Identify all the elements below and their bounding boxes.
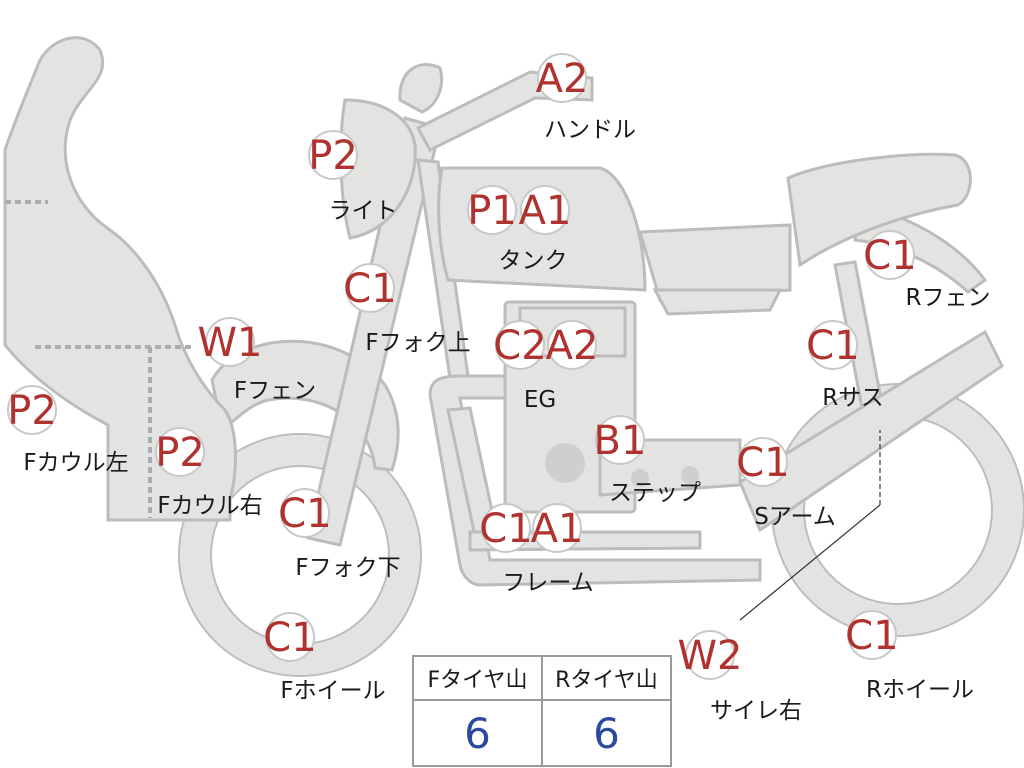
damage-code: W1: [198, 320, 263, 366]
muffler-pointer-line: [739, 504, 881, 621]
front-tire-tread-header: Fタイヤ山: [412, 655, 543, 701]
damage-badge: [467, 185, 517, 235]
damage-code: B1: [594, 418, 647, 464]
damage-code: A2: [546, 323, 599, 369]
callout-handle[interactable]: A2 ハンドル: [536, 53, 636, 143]
part-label-tank: タンク: [499, 248, 568, 274]
callout-r-wheel[interactable]: C1 Rホイール: [845, 610, 974, 703]
part-label-f-wheel: Fホイール: [280, 678, 385, 704]
part-label-f-fender: Fフェン: [234, 378, 316, 404]
part-label-f-fork-lower: Fフォク下: [295, 555, 400, 581]
callout-f-cowl-right[interactable]: P2 Fカウル右: [155, 427, 263, 519]
frame-shape: [428, 374, 762, 587]
damage-code: W2: [678, 633, 743, 679]
damage-badge: [532, 503, 582, 553]
part-label-frame: フレーム: [502, 570, 593, 596]
callout-f-fork-lower[interactable]: C1 Fフォク下: [278, 488, 401, 581]
callout-f-wheel[interactable]: C1 Fホイール: [263, 612, 386, 704]
callout-f-fender[interactable]: W1 Fフェン: [198, 317, 317, 404]
callout-frame[interactable]: C1 A1 フレーム: [479, 503, 594, 596]
callout-r-suspension[interactable]: C1 Rサス: [806, 320, 884, 411]
rear-tire-tread-value: 6: [541, 699, 672, 767]
damage-badge: [481, 503, 531, 553]
callout-engine[interactable]: C2 A2 EG: [493, 320, 599, 413]
part-label-handle: ハンドル: [544, 117, 636, 143]
part-label-f-fork-upper: Fフォク上: [365, 330, 470, 356]
callout-step[interactable]: B1 ステップ: [594, 415, 701, 506]
callout-tank[interactable]: P1 A1 タンク: [467, 185, 572, 274]
tire-tread-table: Fタイヤ山 Rタイヤ山 6 6: [412, 655, 672, 767]
part-label-f-cowl-right: Fカウル右: [157, 493, 262, 519]
damage-code: C1: [479, 506, 532, 552]
callout-muffler-right[interactable]: W2 サイレ右: [678, 630, 803, 724]
callout-f-cowl-left[interactable]: P2 Fカウル左: [7, 385, 129, 476]
damage-badge: [520, 185, 570, 235]
callout-r-fender[interactable]: C1 Rフェン: [863, 230, 991, 311]
damage-code: C2: [493, 323, 546, 369]
damage-badge: [205, 317, 255, 367]
swing-arm-shape: [738, 329, 1004, 533]
damage-code: A1: [519, 188, 572, 234]
callout-light[interactable]: P2 ライト: [308, 130, 398, 224]
damage-code: C1: [343, 266, 396, 312]
callout-f-fork-upper[interactable]: C1 Fフォク上: [343, 263, 471, 356]
damage-badge: [537, 53, 587, 103]
damage-badge: [280, 488, 330, 538]
part-label-f-cowl-left: Fカウル左: [23, 450, 128, 476]
damage-code: C1: [263, 615, 316, 661]
damage-badge: [847, 610, 897, 660]
rear-tire-tread-header: Rタイヤ山: [541, 655, 672, 701]
part-label-light: ライト: [329, 198, 398, 224]
damage-badge: [685, 630, 735, 680]
part-label-swing-arm: Sアーム: [754, 504, 836, 530]
damage-badge: [547, 320, 597, 370]
damage-badge: [808, 320, 858, 370]
front-tire-tread-value: 6: [412, 699, 543, 767]
part-callouts: A2 ハンドル P2 ライト P1 A1 タンク C1 Fフォク上 C2: [7, 53, 991, 724]
damage-code: P1: [467, 188, 517, 234]
damage-badge: [155, 427, 205, 477]
damage-badge: [345, 263, 395, 313]
damage-code: P2: [308, 133, 358, 179]
damage-code: C1: [736, 440, 789, 486]
part-label-r-fender: Rフェン: [906, 285, 991, 311]
damage-code: C1: [806, 323, 859, 369]
mirror-shape: [398, 63, 444, 114]
part-label-muffler-right: サイレ右: [710, 698, 802, 724]
part-label-step: ステップ: [609, 480, 701, 506]
damage-badge: [865, 230, 915, 280]
damage-badge: [595, 415, 645, 465]
part-label-r-suspension: Rサス: [822, 385, 884, 411]
damage-badge: [308, 130, 358, 180]
damage-badge: [265, 612, 315, 662]
seat-shape: [786, 152, 972, 268]
damage-code: C1: [863, 233, 916, 279]
part-label-r-wheel: Rホイール: [866, 677, 974, 703]
damage-badge: [495, 320, 545, 370]
callout-swing-arm[interactable]: C1 Sアーム: [736, 437, 836, 530]
damage-badge: [7, 385, 57, 435]
damage-code: A2: [536, 56, 589, 102]
damage-code: C1: [845, 613, 898, 659]
damage-code: P2: [155, 430, 205, 476]
front-wheel-shape: [180, 435, 420, 675]
cowl-shape: [3, 36, 237, 522]
damage-code: P2: [7, 388, 57, 434]
damage-code: A1: [531, 506, 584, 552]
damage-badge: [738, 437, 788, 487]
damage-code: C1: [278, 491, 331, 537]
part-label-engine: EG: [524, 387, 556, 413]
